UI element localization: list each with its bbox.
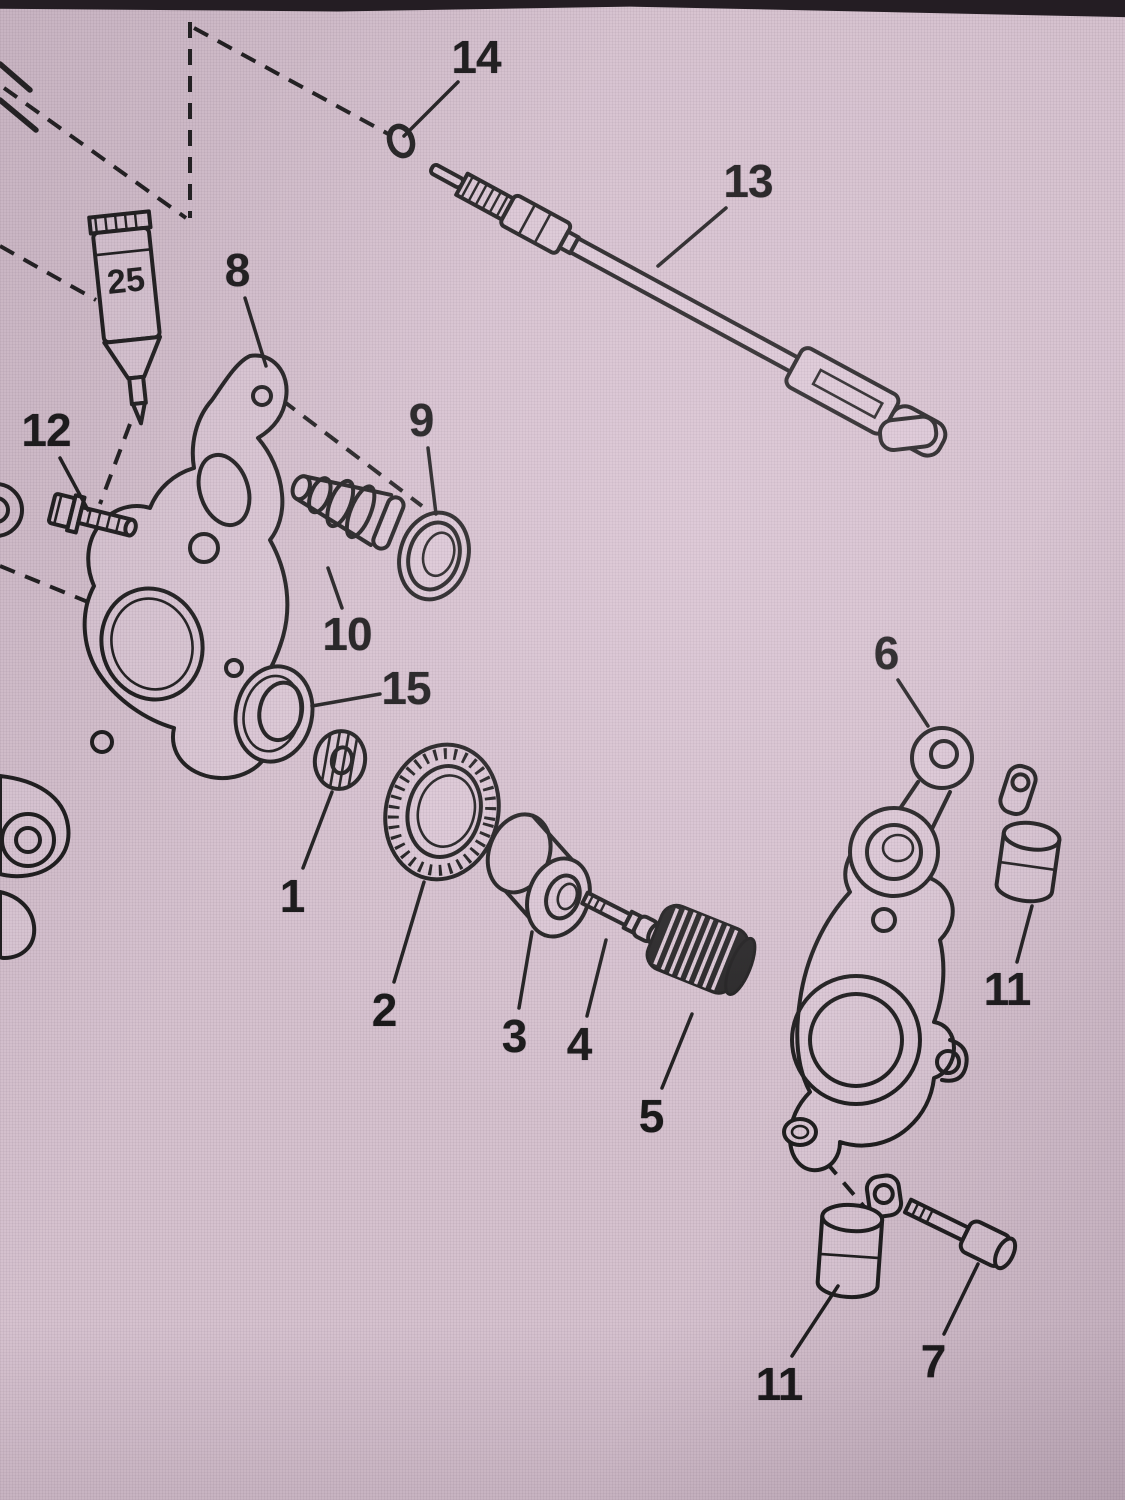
- callout-label: 12: [21, 404, 71, 456]
- part-3-cup: [485, 812, 592, 939]
- part-12-bolt: [47, 492, 138, 538]
- callout-label: 2: [371, 984, 398, 1036]
- part-7-bolt: [902, 1197, 1018, 1271]
- callout-label: 15: [381, 662, 431, 714]
- part-14-o-ring: [386, 123, 416, 159]
- callout-label: 6: [873, 627, 900, 679]
- callout-4: 4: [566, 1017, 593, 1071]
- part-9-seal: [397, 510, 471, 602]
- callout-1: 1: [279, 869, 306, 923]
- callout-14: 14: [451, 30, 501, 84]
- leader-lines: [58, 80, 1034, 1358]
- part-13-cable-assembly: [429, 163, 948, 458]
- callout-13: 13: [723, 154, 773, 208]
- callout-12: 12: [21, 403, 71, 457]
- callout-3: 3: [501, 1009, 528, 1063]
- part-11-link-right: [994, 763, 1062, 904]
- callout-label: 3: [501, 1010, 528, 1062]
- callout-label: 14: [451, 31, 501, 83]
- part-15-bearing: [233, 664, 315, 764]
- callout-label: 5: [638, 1090, 665, 1142]
- edge-fragments: [0, 61, 71, 960]
- callout-5: 5: [638, 1089, 665, 1143]
- callout-10: 10: [322, 607, 372, 661]
- callout-label: 9: [408, 394, 435, 446]
- part-25-grease-tube: 25: [87, 209, 163, 426]
- callout-6: 6: [873, 626, 900, 680]
- callout-2: 2: [371, 983, 398, 1037]
- part-5-plug: [645, 903, 757, 997]
- callout-label: 1: [279, 870, 306, 922]
- screen-top-edge: [0, 0, 1125, 18]
- callout-11-right: 11: [983, 962, 1032, 1016]
- part-11-link-bottom: [815, 1173, 904, 1300]
- callout-9: 9: [408, 393, 435, 447]
- callout-label: 10: [322, 608, 372, 660]
- part-1-insert: [312, 729, 368, 791]
- part-10-fitting: [290, 474, 406, 551]
- callout-15: 15: [381, 661, 431, 715]
- callout-label: 11: [983, 963, 1032, 1015]
- callout-11-bottom: 11: [755, 1357, 804, 1411]
- part-6-bracket: [782, 726, 974, 1173]
- callout-8: 8: [224, 243, 251, 297]
- part-8-gasket: [82, 353, 290, 780]
- callout-label: 8: [224, 244, 251, 296]
- callout-label: 7: [920, 1335, 947, 1387]
- callout-label: 11: [755, 1358, 804, 1410]
- tube-label: 25: [105, 260, 147, 302]
- callout-label: 13: [723, 155, 773, 207]
- part-4-pin: [580, 890, 663, 945]
- part-2-seal-ring: [383, 742, 501, 882]
- callout-7: 7: [920, 1334, 947, 1388]
- callout-label: 4: [566, 1018, 593, 1070]
